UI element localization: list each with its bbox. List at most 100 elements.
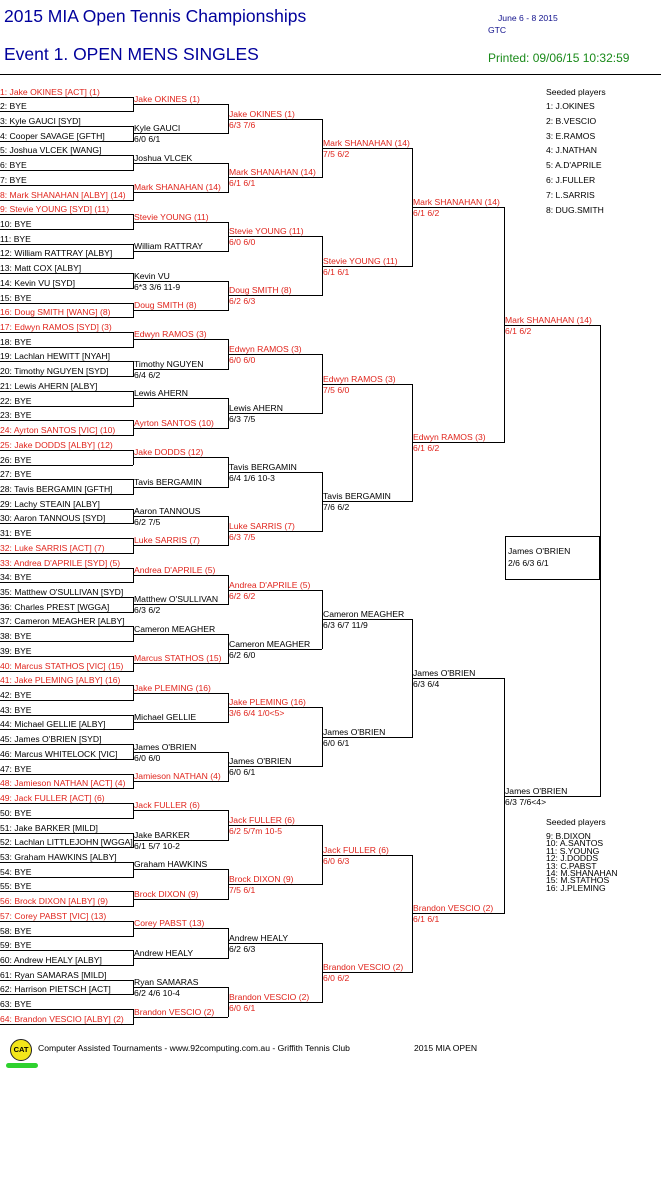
seeded-player: 10: A.SANTOS (546, 838, 604, 849)
bracket-connector (133, 1009, 134, 1025)
match-winner: Stevie YOUNG (11) (229, 226, 322, 238)
match-winner: Mark SHANAHAN (14) (505, 315, 600, 326)
match-winner: Andrea D'APRILE (5) (134, 565, 228, 576)
bracket-connector (133, 714, 134, 731)
draw-entry: 15: BYE (0, 293, 133, 304)
match-winner: Andrew HEALY (229, 933, 322, 944)
bracket-connector (133, 214, 134, 230)
bracket-connector (228, 869, 229, 900)
match-winner: Jack FULLER (6) (134, 800, 228, 812)
match-score: 3/6 6/4 1/0<5> (229, 708, 285, 719)
match-winner: Brandon VESCIO (2) (323, 962, 412, 974)
match-winner: Joshua VLCEK (134, 153, 228, 164)
bracket-connector (504, 206, 505, 444)
bracket-connector (133, 361, 134, 378)
draw-entry: 59: BYE (0, 940, 133, 952)
bracket-connector (133, 655, 134, 672)
match-winner: Jack FULLER (6) (323, 845, 412, 856)
draw-entry: 36: Charles PREST [WGGA] (0, 602, 133, 613)
match-winner: Brandon VESCIO (2) (413, 903, 504, 915)
draw-entry: 18: BYE (0, 337, 133, 348)
draw-entry: 63: BYE (0, 999, 133, 1011)
draw-entry: 23: BYE (0, 410, 133, 422)
match-winner: Mark SHANAHAN (14) (134, 182, 228, 194)
match-score: 6/2 6/3 (229, 943, 256, 954)
draw-entry: 37: Cameron MEAGHER [ALBY] (0, 616, 133, 628)
match-score: 6/3 6/7 11/9 (323, 620, 368, 631)
match-score: 7/5 6/1 (229, 885, 256, 896)
match-score: 6/1 6/2 (413, 443, 440, 454)
match-winner: Cameron MEAGHER (323, 609, 412, 621)
bracket-connector (228, 574, 229, 606)
cat-logo-icon: CAT (10, 1039, 32, 1061)
bracket-connector (133, 273, 134, 289)
match-winner: Jake OKINES (1) (229, 109, 322, 120)
draw-entry: 8: Mark SHANAHAN [ALBY] (14) (0, 190, 133, 201)
seeded-player: 4: J.NATHAN (546, 145, 597, 156)
match-winner: Michael GELLIE (134, 712, 228, 724)
bracket-connector (228, 339, 229, 370)
match-score: 6/3 7/6 (229, 119, 256, 130)
match-winner: Jake PLEMING (16) (229, 697, 322, 709)
bracket-connector (228, 810, 229, 841)
seeded-player: 13: C.PABST (546, 860, 597, 871)
bracket-connector (133, 685, 134, 702)
match-winner: Ayrton SANTOS (10) (134, 418, 228, 429)
seeded-player: 5: A.D'APRILE (546, 160, 602, 171)
match-score: 6/0 6/0 (229, 237, 256, 248)
draw-entry: 21: Lewis AHERN [ALBY] (0, 381, 133, 392)
header-divider (0, 74, 661, 75)
seeded-player: 11: S.YOUNG (546, 845, 600, 856)
bracket-connector (133, 302, 134, 319)
match-winner: Cameron MEAGHER (229, 639, 322, 650)
draw-entry: 14: Kevin VU [SYD] (0, 278, 133, 289)
match-winner: Edwyn RAMOS (3) (413, 432, 504, 444)
bracket-connector (133, 449, 134, 466)
bracket-connector (133, 125, 134, 142)
match-winner: Kyle GAUCI (134, 123, 228, 135)
draw-entry: 22: BYE (0, 396, 133, 407)
champion-name: James O'BRIEN (508, 546, 571, 557)
match-winner: Edwyn RAMOS (3) (134, 329, 228, 341)
match-winner: Luke SARRIS (7) (229, 521, 322, 532)
seeded-player: 1: J.OKINES (546, 101, 595, 111)
match-score: 6/2 7/5 (134, 517, 161, 528)
draw-entry: 25: Jake DODDS [ALBY] (12) (0, 440, 133, 451)
draw-entry: 32: Luke SARRIS [ACT] (7) (0, 543, 133, 554)
match-score: 6/0 6/1 (229, 767, 256, 778)
draw-entry: 47: BYE (0, 764, 133, 775)
match-winner: Luke SARRIS (7) (134, 535, 228, 547)
bracket-connector (228, 103, 229, 135)
bracket-connector (133, 626, 134, 643)
draw-entry: 61: Ryan SAMARAS [MILD] (0, 970, 133, 981)
draw-entry: 7: BYE (0, 175, 133, 186)
draw-entry: 49: Jack FULLER [ACT] (6) (0, 793, 133, 805)
match-score: 6/0 6/0 (134, 752, 161, 763)
match-winner: Andrew HEALY (134, 948, 228, 959)
draw-entry: 58: BYE (0, 926, 133, 937)
bracket-connector (228, 928, 229, 959)
match-winner: Jake DODDS (12) (134, 447, 228, 459)
bracket-connector (412, 383, 413, 503)
match-winner: Jake OKINES (1) (134, 94, 228, 105)
bracket-connector (322, 354, 323, 414)
match-winner: Brock DIXON (9) (229, 874, 322, 886)
draw-entry: 3: Kyle GAUCI [SYD] (0, 116, 133, 127)
bracket-connector (322, 942, 323, 1003)
draw-entry: 56: Brock DIXON [ALBY] (9) (0, 896, 133, 908)
match-winner: Lewis AHERN (134, 388, 228, 400)
bracket-connector (133, 332, 134, 348)
event-title: Event 1. OPEN MENS SINGLES (4, 44, 259, 64)
match-score: 6/1 6/1 (229, 178, 256, 189)
bracket-connector (133, 979, 134, 996)
draw-entry: 38: BYE (0, 631, 133, 643)
draw-entry: 50: BYE (0, 808, 133, 819)
match-score: 6/2 6/2 (229, 590, 256, 601)
draw-entry: 10: BYE (0, 219, 133, 230)
bracket-connector (133, 596, 134, 613)
match-winner: Mark SHANAHAN (14) (229, 167, 322, 179)
seeded-player: 15: M.STATHOS (546, 875, 610, 886)
match-winner: Mark SHANAHAN (14) (413, 197, 504, 208)
match-score: 6/3 6/4 (413, 678, 440, 689)
match-winner: Jake PLEMING (16) (134, 683, 228, 694)
